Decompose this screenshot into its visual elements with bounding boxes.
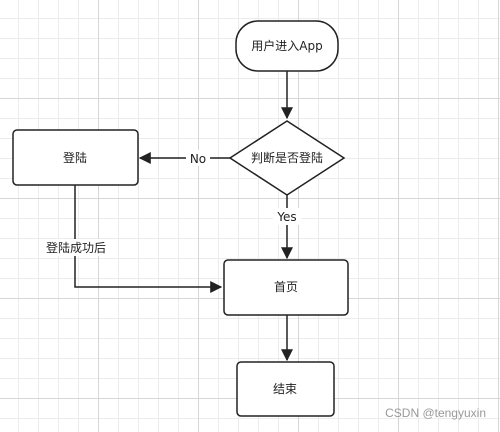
node-decision (228, 120, 346, 196)
edge-label-no: No (190, 152, 206, 166)
node-home (223, 259, 349, 316)
node-start (235, 20, 339, 72)
node-end (236, 361, 335, 417)
node-decision-label: 判断是否登陆 (251, 150, 323, 165)
edge-login-to-home (74, 185, 223, 293)
node-start-label: 用户进入App (251, 38, 322, 53)
node-home-label: 首页 (274, 280, 298, 294)
node-end-label: 结束 (273, 382, 297, 396)
node-login (12, 129, 139, 186)
edge-label-yes: Yes (276, 210, 296, 224)
watermark: CSDN @tengyuxin (385, 406, 486, 420)
edge-label-login-success: 登陆成功后 (46, 240, 106, 255)
node-login-label: 登陆 (63, 150, 87, 165)
